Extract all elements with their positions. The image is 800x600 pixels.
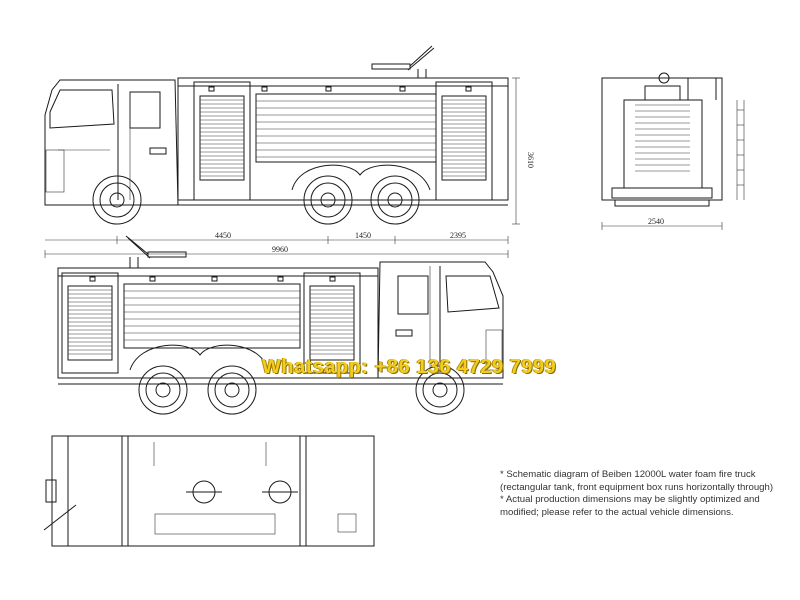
wheel-front-left-view: [92, 175, 142, 225]
wheel-mid-left-view: [303, 175, 353, 225]
rear-view: 2540: [601, 72, 745, 230]
roller-shutter-left-2: [441, 95, 487, 181]
dim-front-to-axle: 4450: [215, 231, 231, 240]
dim-rear-width: 2540: [648, 217, 664, 226]
notes-block: * Schematic diagram of Beiben 12000L wat…: [500, 469, 790, 519]
wheel-front-right-view: [415, 365, 465, 415]
water-cannon-right: [125, 235, 187, 268]
roller-shutter-right-2: [309, 285, 355, 361]
roller-shutter-left-1: [199, 95, 245, 181]
dim-overall-length: 9960: [272, 245, 288, 254]
side-view-left: 3610 4450 1450 2395 9960: [44, 45, 535, 258]
note-1: * Schematic diagram of Beiben 12000L wat…: [500, 469, 774, 493]
dim-rear-overhang: 2395: [450, 231, 466, 240]
side-view-right: [57, 235, 504, 415]
wheel-mid-right-view: [207, 365, 257, 415]
wheel-rear-left-view: [370, 175, 420, 225]
wheel-rear-right-view: [138, 365, 188, 415]
dim-axle-spacing: 1450: [355, 231, 371, 240]
watermark-text: Whatsapp: +86 136 4729 7999: [262, 356, 557, 378]
roller-shutter-right-1: [67, 285, 113, 361]
dim-height: 3610: [526, 152, 535, 168]
top-view: [43, 435, 375, 547]
note-2: * Actual production dimensions may be sl…: [500, 494, 760, 518]
water-cannon-top: [371, 45, 435, 78]
